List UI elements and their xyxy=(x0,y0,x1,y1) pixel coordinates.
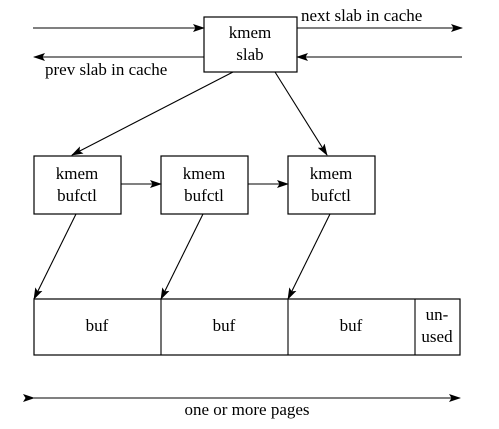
unused-label-line2: used xyxy=(421,327,453,346)
next-slab-label: next slab in cache xyxy=(301,6,422,25)
prev-slab-label: prev slab in cache xyxy=(45,60,167,79)
buffer-strip-outline xyxy=(33,298,461,356)
unused-label-line1: un- xyxy=(426,305,449,324)
buf-2-label: buf xyxy=(213,316,236,335)
bufctl-2-label-line1: kmem xyxy=(183,164,226,183)
bufctl-3-label-line2: bufctl xyxy=(311,186,351,205)
buf-3-label: buf xyxy=(340,316,363,335)
buffer-strip: buf buf buf un- used xyxy=(33,298,461,356)
bufctl-2-label-line2: bufctl xyxy=(184,186,224,205)
kmem-slab-label-line1: kmem xyxy=(229,23,272,42)
buf-1-label: buf xyxy=(86,316,109,335)
bufctl-1-label-line1: kmem xyxy=(56,164,99,183)
kmem-slab-box xyxy=(203,16,298,73)
bufctl-1-to-buf-1-arrow xyxy=(33,213,77,300)
slab-to-bufctl-3-arrow xyxy=(274,71,328,156)
slab-to-bufctl-1-arrow xyxy=(71,71,234,156)
kmem-slab-node: kmem slab xyxy=(203,16,298,73)
bufctl-3-to-buf-3-arrow xyxy=(287,213,331,300)
bufctl-3-label-line1: kmem xyxy=(310,164,353,183)
bufctl-node-2: kmem bufctl xyxy=(160,155,249,215)
kmem-slab-label-line2: slab xyxy=(236,45,263,64)
bufctl-box-1 xyxy=(33,155,122,215)
bufctl-1-label-line2: bufctl xyxy=(57,186,97,205)
page-span-label: one or more pages xyxy=(184,400,309,419)
bufctl-box-2 xyxy=(160,155,249,215)
bufctl-node-1: kmem bufctl xyxy=(33,155,122,215)
bufctl-node-3: kmem bufctl xyxy=(287,155,376,215)
bufctl-2-to-buf-2-arrow xyxy=(160,213,204,300)
